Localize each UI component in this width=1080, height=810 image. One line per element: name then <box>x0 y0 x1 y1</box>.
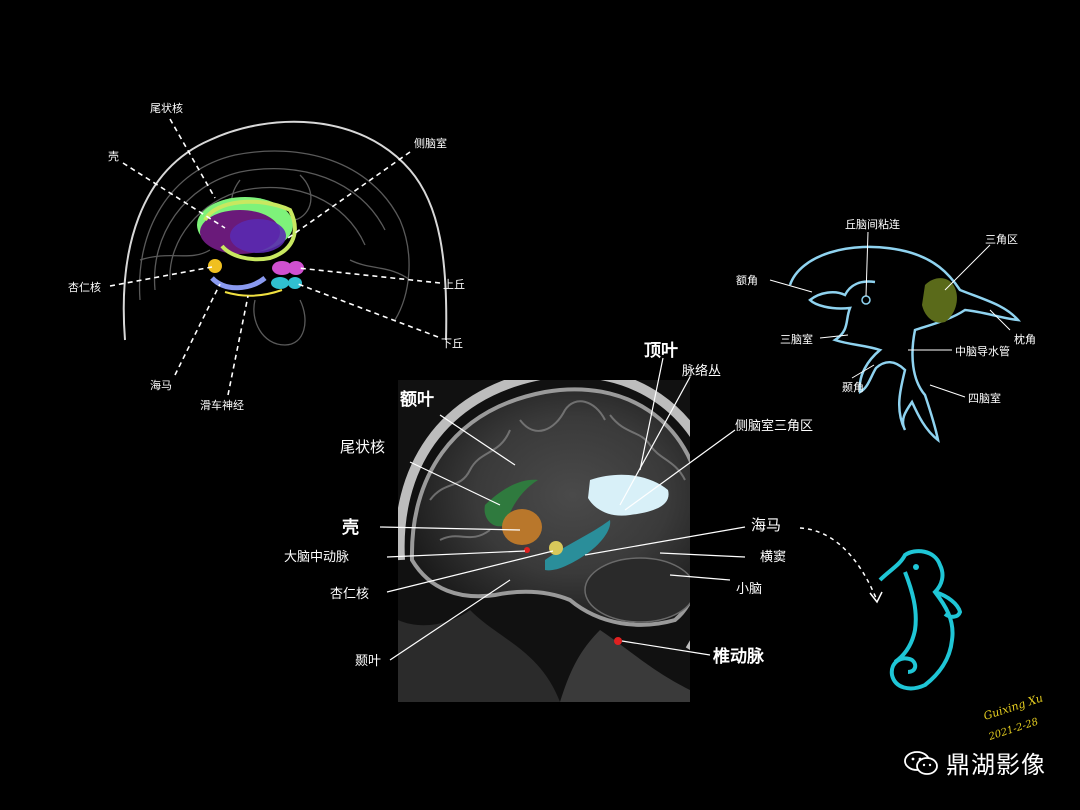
mri-label-transverse-sinus: 横窦 <box>760 550 786 565</box>
label-lateral-ventricle: 侧脑室 <box>414 136 447 150</box>
mri-label-frontal-lobe: 额叶 <box>400 389 434 410</box>
mri-label-amygdala: 杏仁核 <box>330 587 369 602</box>
label-interthalamic-adhesion: 丘脑间粘连 <box>845 217 900 231</box>
label-fourth-ventricle: 四脑室 <box>968 391 1001 405</box>
mri-putamen <box>502 509 542 545</box>
watermark-text: 鼎湖影像 <box>946 745 1046 780</box>
ic-right <box>288 277 302 289</box>
mri-amygdala <box>549 541 563 555</box>
mri-label-atrium: 侧脑室三角区 <box>735 418 813 434</box>
label-aqueduct: 中脑导水管 <box>955 344 1010 358</box>
label-hippocampus-tl: 海马 <box>150 378 172 392</box>
mri-label-putamen: 壳 <box>341 517 359 538</box>
mri-label-parietal-lobe: 顶叶 <box>644 341 678 361</box>
mri-vertebral <box>614 637 622 645</box>
mri-label-vertebral-artery: 椎动脉 <box>712 646 765 667</box>
watermark: 鼎湖影像 <box>904 745 1046 780</box>
label-superior-colliculus: 上丘 <box>443 278 465 291</box>
thalamus-shape <box>230 219 286 253</box>
mri-label-cerebellum: 小脑 <box>736 582 762 597</box>
label-caudate: 尾状核 <box>150 101 183 115</box>
label-trochlear-nerve: 滑车神经 <box>200 398 244 412</box>
label-putamen: 壳 <box>108 149 119 163</box>
amygdala-shape <box>208 259 222 273</box>
label-inferior-colliculus: 下丘 <box>441 337 463 350</box>
mri-label-temporal-lobe: 颞叶 <box>355 654 381 669</box>
mri-label-mca: 大脑中动脉 <box>284 550 349 565</box>
mri-label-hippocampus: 海马 <box>751 516 781 534</box>
label-third-ventricle: 三脑室 <box>780 332 813 346</box>
inferior-colliculus-shape <box>271 277 289 289</box>
mri-mca <box>524 547 530 553</box>
label-amygdala: 杏仁核 <box>68 280 101 294</box>
label-temporal-horn: 颞角 <box>842 381 864 394</box>
seahorse-eye <box>913 564 919 570</box>
label-frontal-horn: 额角 <box>736 274 758 287</box>
mri-label-choroid-plexus: 脉络丛 <box>682 363 721 379</box>
label-occipital-horn: 枕角 <box>1014 332 1036 346</box>
wechat-icon <box>904 750 938 776</box>
mri-label-caudate: 尾状核 <box>340 438 385 456</box>
label-trigone: 三角区 <box>985 233 1018 246</box>
